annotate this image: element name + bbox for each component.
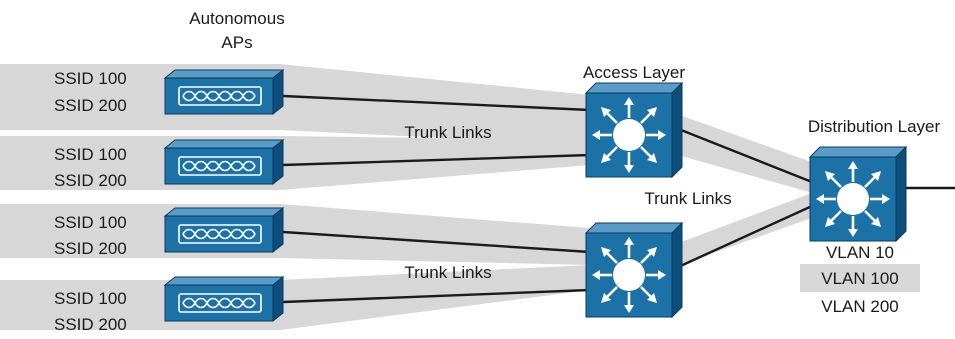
band-ap3-access2: [0, 204, 590, 265]
access-point-4[interactable]: [164, 276, 284, 322]
link-ap2-access1: [282, 153, 591, 167]
ap2-ssid-a: SSID 100: [54, 145, 127, 164]
access-point-icon: [164, 69, 284, 115]
access-point-icon: [164, 139, 284, 185]
distribution-layer-label: Distribution Layer: [808, 117, 941, 136]
vlan-10-label: VLAN 10: [826, 243, 894, 262]
access-point-2[interactable]: [164, 139, 284, 185]
access-layer-label: Access Layer: [583, 63, 685, 82]
access-point-icon: [164, 276, 284, 322]
multilayer-switch-icon: [584, 81, 684, 179]
link-ap3-access2: [282, 230, 591, 254]
access-point-3[interactable]: [164, 207, 284, 253]
band-ap2-access1: [0, 136, 590, 190]
trunk-links-label-top: Trunk Links: [404, 123, 491, 142]
trunk-bands: [0, 64, 920, 330]
vlan-100-highlight: [800, 264, 920, 292]
link-ap4-access2: [282, 288, 591, 304]
trunk-links-label-bottom: Trunk Links: [404, 263, 491, 282]
autonomous-aps-label-line1: Autonomous: [189, 9, 284, 28]
access-switch-2[interactable]: [584, 221, 684, 319]
band-access2-dist: [660, 190, 820, 272]
trunk-links-label-middle: Trunk Links: [644, 189, 731, 208]
vlan-200-label: VLAN 200: [821, 297, 899, 316]
autonomous-aps-label-line2: APs: [221, 33, 252, 52]
link-access2-dist: [675, 204, 813, 270]
link-access1-dist: [675, 126, 813, 184]
vlan-100-label: VLAN 100: [821, 269, 899, 288]
ap4-ssid-b: SSID 200: [54, 315, 127, 334]
ap4-ssid-a: SSID 100: [54, 289, 127, 308]
multilayer-switch-icon: [584, 221, 684, 319]
link-ap1-access1: [282, 94, 591, 112]
distribution-switch[interactable]: [808, 145, 908, 243]
access-point-1[interactable]: [164, 69, 284, 115]
ap3-ssid-b: SSID 200: [54, 239, 127, 258]
band-ap4-access2: [0, 265, 590, 330]
ap1-ssid-a: SSID 100: [54, 69, 127, 88]
ap1-ssid-b: SSID 200: [54, 96, 127, 115]
band-ap1-access1: [0, 64, 590, 145]
ap3-ssid-a: SSID 100: [54, 213, 127, 232]
trunk-lines: [282, 94, 955, 304]
access-point-icon: [164, 207, 284, 253]
band-access1-dist: [660, 108, 820, 195]
multilayer-switch-icon: [808, 145, 908, 243]
access-switch-1[interactable]: [584, 81, 684, 179]
ap2-ssid-b: SSID 200: [54, 171, 127, 190]
